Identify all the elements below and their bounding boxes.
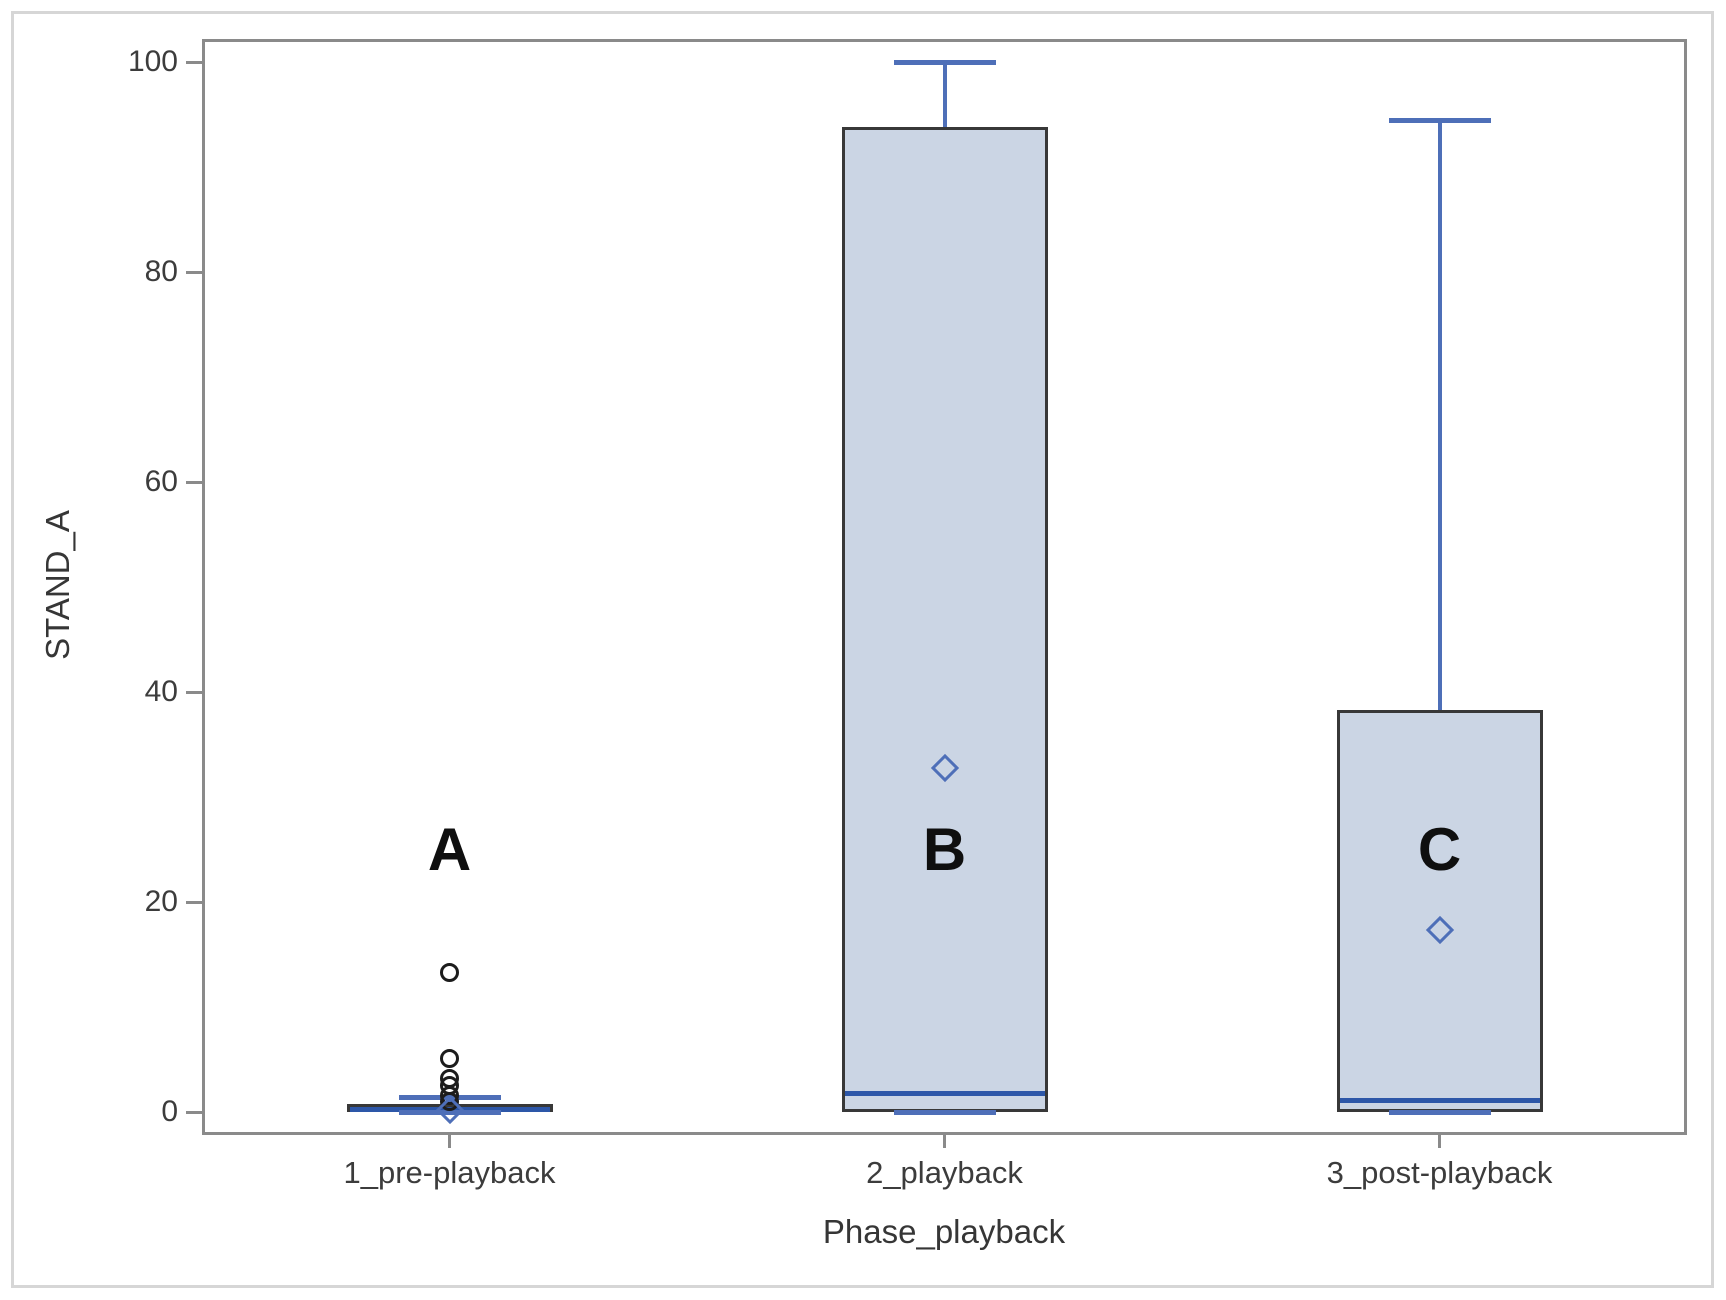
y-tick-mark: [186, 60, 202, 64]
outlier-point: [440, 962, 459, 982]
y-axis-title: STAND_A: [39, 510, 76, 660]
upper-whisker-stem: [1437, 119, 1442, 710]
y-tick-label: 40: [144, 675, 178, 708]
outlier-point: [440, 1092, 459, 1111]
box: [841, 127, 1048, 1112]
y-tick-label: 0: [161, 1095, 178, 1128]
group-letter: A: [427, 815, 472, 883]
x-tick-mark: [448, 1135, 451, 1148]
x-tick-label: 1_pre-playback: [343, 1155, 556, 1190]
y-tick-mark: [186, 270, 202, 274]
median-line: [1339, 1097, 1540, 1103]
upper-whisker-stem: [942, 62, 947, 128]
upper-whisker-cap: [1388, 117, 1491, 123]
y-tick-label: 100: [127, 45, 178, 78]
upper-whisker-cap: [893, 60, 996, 65]
figure-border: [11, 11, 1714, 1288]
x-axis-title: Phase_playback: [822, 1213, 1066, 1250]
x-tick-label: 2_playback: [866, 1155, 1023, 1190]
outlier-point: [440, 1048, 459, 1068]
median-line: [844, 1090, 1045, 1096]
y-tick-label: 20: [144, 885, 178, 918]
lower-whisker-cap: [1388, 1110, 1491, 1115]
lower-whisker-cap: [893, 1110, 996, 1115]
y-tick-label: 60: [144, 465, 178, 498]
group-letter: B: [922, 815, 967, 883]
box: [1336, 709, 1543, 1112]
y-tick-mark: [186, 480, 202, 484]
x-tick-mark: [1438, 1135, 1441, 1148]
group-letter: C: [1417, 815, 1462, 883]
lower-whisker-cap: [398, 1110, 501, 1115]
y-tick-mark: [186, 690, 202, 694]
x-tick-mark: [943, 1135, 946, 1148]
y-tick-label: 80: [144, 255, 178, 288]
y-tick-mark: [186, 900, 202, 904]
y-tick-mark: [186, 1110, 202, 1114]
x-tick-label: 3_post-playback: [1326, 1155, 1553, 1190]
